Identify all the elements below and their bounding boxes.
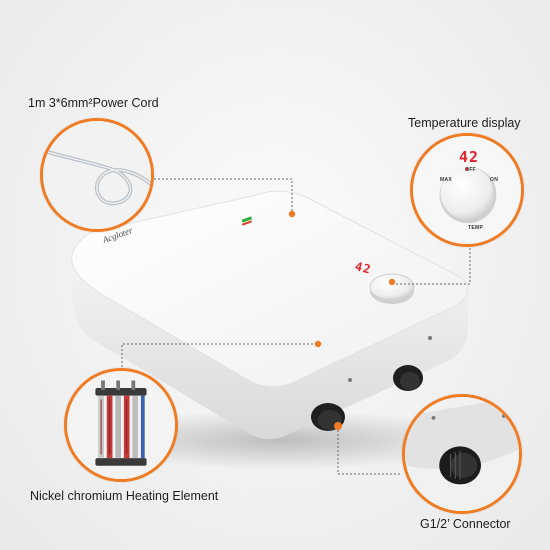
power-cord-callout bbox=[40, 118, 154, 232]
connector-right bbox=[393, 365, 423, 391]
heating-element-image bbox=[67, 371, 175, 479]
knob-max-label: MAX bbox=[440, 177, 453, 183]
temperature-readout: 42 bbox=[459, 148, 480, 166]
temperature-display-callout: 42 OFF MAX ON TEMP bbox=[410, 133, 524, 247]
temperature-display-label: Temperature display bbox=[408, 116, 521, 130]
heating-element-callout bbox=[64, 368, 178, 482]
connector-image bbox=[405, 397, 519, 511]
heating-element-label: Nickel chromium Heating Element bbox=[30, 489, 219, 503]
connector-left bbox=[311, 403, 345, 431]
temperature-knob-image bbox=[413, 136, 521, 244]
connector-label: G1/2’ Connector bbox=[420, 517, 511, 531]
knob-temp-label: TEMP bbox=[468, 225, 484, 231]
power-cord-label: 1m 3*6mm²Power Cord bbox=[28, 96, 159, 110]
knob-on-label: ON bbox=[490, 177, 499, 183]
knob-off-label: OFF bbox=[465, 167, 476, 173]
heater-temperature-readout: 42 bbox=[353, 259, 373, 277]
connector-callout bbox=[402, 394, 522, 514]
power-cord-image bbox=[43, 121, 151, 229]
